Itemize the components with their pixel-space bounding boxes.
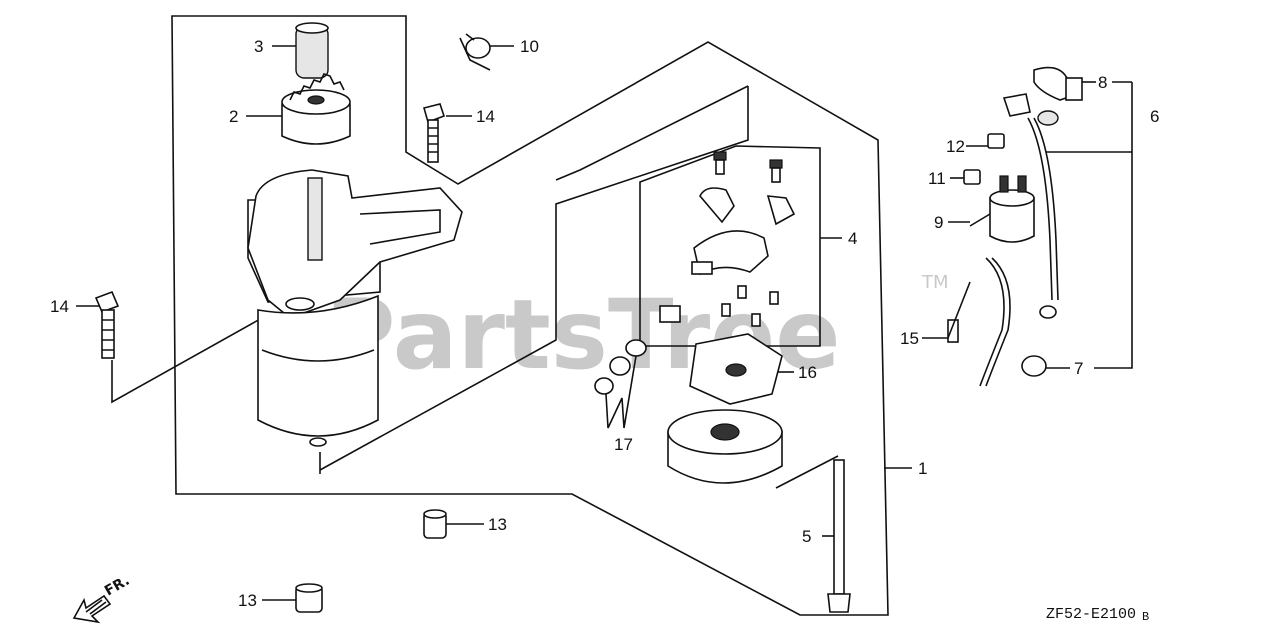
callout-7: 7 [1074,359,1083,378]
inner-bracket-top [555,85,749,181]
collar-upper-part [423,509,447,539]
callout-4: 4 [848,229,857,248]
callout-2: 2 [229,107,238,126]
callout-5: 5 [802,527,811,546]
callout-16: 16 [798,363,817,382]
flange-bolt-left-part [94,290,120,359]
callout-10: 10 [520,37,539,56]
callout-8: 8 [1098,73,1107,92]
starter-assembly-outline [171,15,889,616]
pinion-gear-part [281,73,351,145]
bolt-14-reference [111,317,263,404]
starter-motor-part [247,169,463,447]
callout-3: 3 [254,37,263,56]
brush-holder-reference-line [319,86,749,471]
bolt-5-reference [775,455,839,489]
through-bolt-part [827,459,851,613]
diagram-code-suffix: B [1142,610,1149,624]
solenoid-group-bracket [1094,82,1133,369]
brush-holder-part [689,333,783,405]
callout-labels: 3 10 2 14 14 8 6 12 11 9 4 15 7 16 17 1 … [50,37,1159,610]
watermark-trademark: TM [921,272,949,293]
callout-11: 11 [928,169,946,188]
front-direction-label: FR. [102,573,132,600]
callout-1: 1 [918,459,927,478]
callout-14-upper: 14 [476,107,495,126]
callout-12: 12 [946,137,965,156]
callout-leaders [76,45,1096,601]
callout-17: 17 [614,435,633,454]
diagram-code: ZF52-E2100 [1046,606,1136,623]
callout-6: 6 [1150,107,1159,126]
solenoid-group-part [947,66,1083,387]
flange-bolt-upper-part [423,103,446,163]
callout-13-lower: 13 [238,591,257,610]
front-direction-arrow: FR. [72,573,132,624]
callout-13-upper: 13 [488,515,507,534]
brush-kit-part [659,151,796,327]
collar-lower-part [295,583,323,613]
hose-clip-part [459,33,491,71]
callout-9: 9 [934,213,943,232]
pinion-sleeve-part [295,22,329,79]
rear-cover-part [667,409,783,484]
nut-washer-part [594,339,647,429]
callout-14-left: 14 [50,297,69,316]
callout-15: 15 [900,329,919,348]
assembly-outlines [111,15,1133,616]
